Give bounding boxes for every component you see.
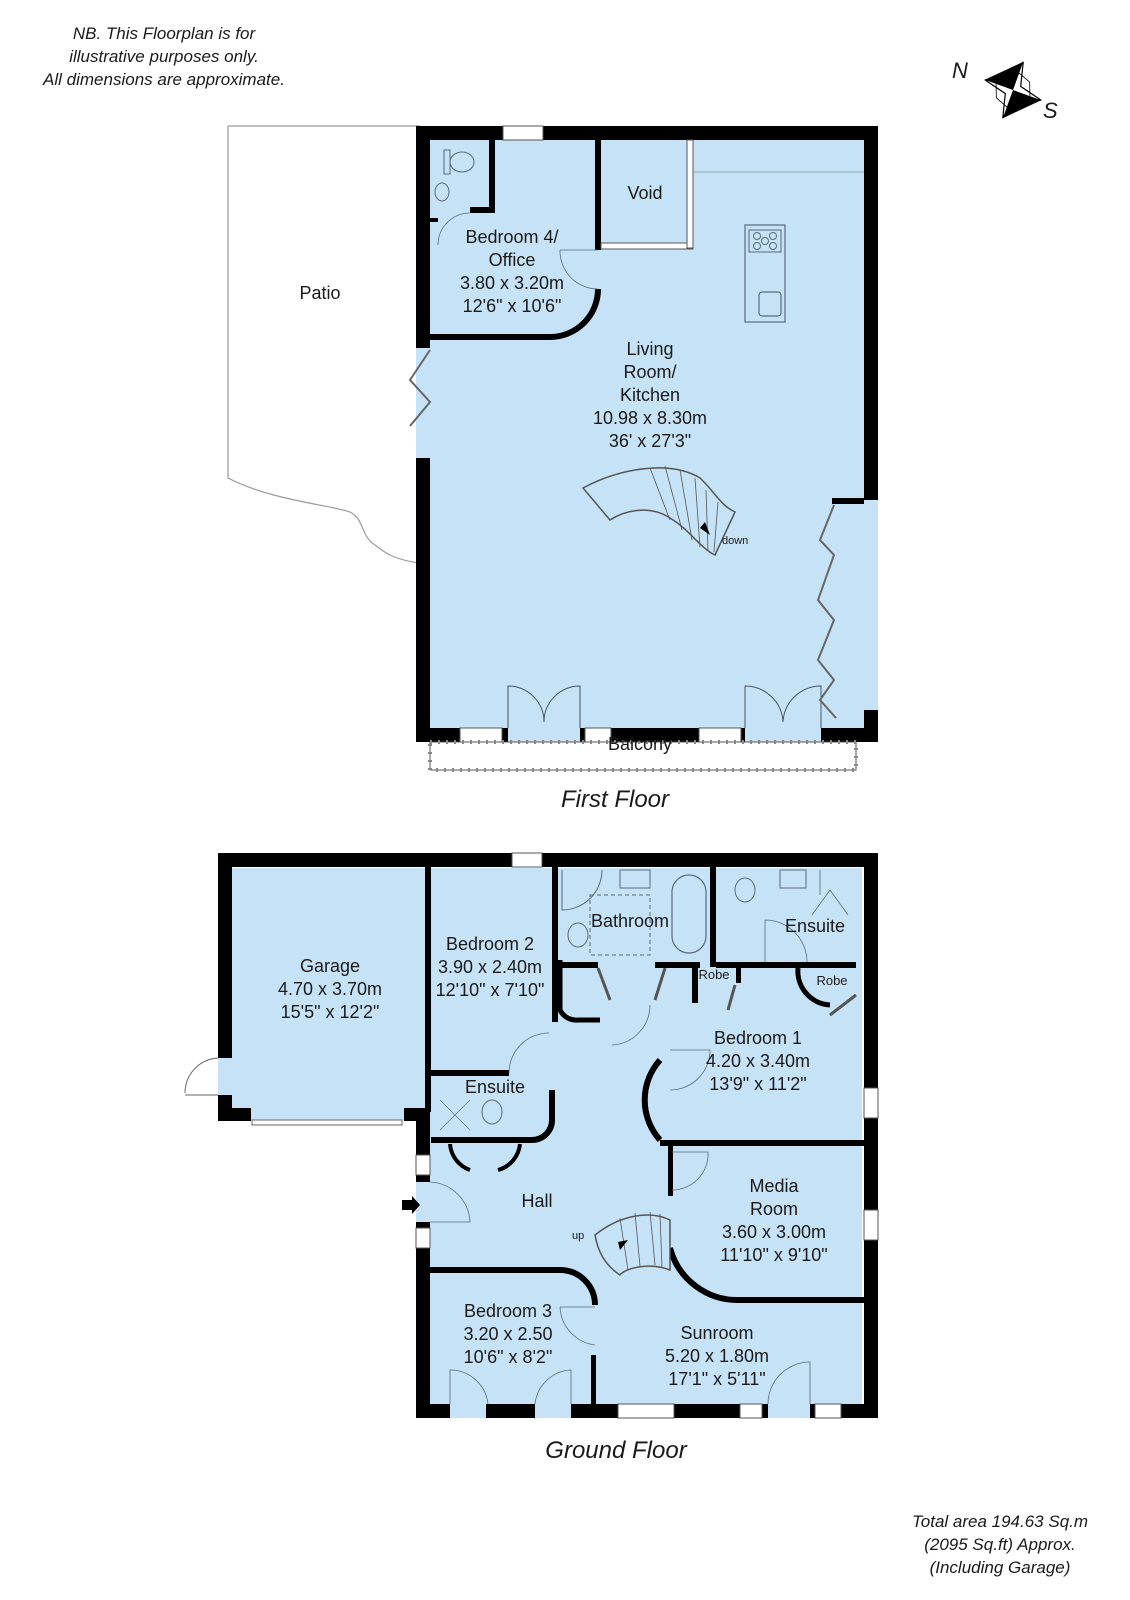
compass-north-label: N bbox=[952, 58, 968, 83]
total-area-line-3: (Including Garage) bbox=[929, 1558, 1071, 1577]
room-label-sunroom: Sunroom 5.20 x 1.80m 17'1" x 5'11" bbox=[664, 1323, 770, 1389]
ground-floor-plan bbox=[184, 852, 879, 1420]
compass-rose-icon bbox=[984, 61, 1042, 119]
room-label-robe-1: Robe bbox=[698, 967, 730, 982]
room-label-garage: Garage 4.70 x 3.70m 15'5" x 12'2" bbox=[277, 956, 383, 1022]
room-label-balcony: Balcony bbox=[607, 734, 673, 754]
room-label-bedroom-3: Bedroom 3 3.20 x 2.50 10'6" x 8'2" bbox=[463, 1301, 553, 1367]
disclaimer-line-3: All dimensions are approximate. bbox=[43, 70, 285, 89]
room-label-bedroom-2: Bedroom 2 3.90 x 2.40m 12'10" x 7'10" bbox=[435, 934, 545, 1000]
disclaimer-line-1: NB. This Floorplan is for bbox=[72, 24, 256, 43]
room-label-ensuite-bedroom-1: Ensuite bbox=[784, 916, 846, 936]
disclaimer-note: NB. This Floorplan is for illustrative p… bbox=[14, 22, 314, 91]
room-label-patio: Patio bbox=[299, 283, 341, 303]
first-floor-plan bbox=[227, 125, 878, 772]
room-label-void: Void bbox=[627, 183, 663, 203]
ground-floor-title: Ground Floor bbox=[545, 1437, 687, 1464]
room-label-bedroom-4: Bedroom 4/ Office 3.80 x 3.20m 12'6" x 1… bbox=[459, 227, 565, 316]
total-area-line-2: (2095 Sq.ft) Approx. bbox=[924, 1535, 1076, 1554]
room-label-bedroom-1: Bedroom 1 4.20 x 3.40m 13'9" x 11'2" bbox=[705, 1028, 811, 1094]
ground-floor-stairs bbox=[594, 1214, 671, 1277]
stairs-down-label: down bbox=[722, 535, 749, 547]
void-area bbox=[601, 140, 691, 246]
total-area-line-1: Total area 194.63 Sq.m bbox=[911, 1512, 1089, 1531]
patio-outline bbox=[227, 125, 421, 564]
disclaimer-line-2: illustrative purposes only. bbox=[69, 47, 259, 66]
first-floor-title: First Floor bbox=[561, 786, 669, 813]
room-label-bathroom: Bathroom bbox=[590, 911, 670, 931]
stairs-up-label: up bbox=[572, 1230, 585, 1242]
room-label-robe-2: Robe bbox=[816, 973, 848, 988]
total-area-note: Total area 194.63 Sq.m (2095 Sq.ft) Appr… bbox=[880, 1510, 1120, 1579]
room-label-ensuite-bedroom-2: Ensuite bbox=[464, 1077, 526, 1097]
balcony-area bbox=[429, 741, 857, 771]
first-floor-stairs bbox=[581, 467, 736, 556]
kitchen-island bbox=[744, 224, 786, 323]
room-label-hall: Hall bbox=[521, 1191, 553, 1211]
compass-south-label: S bbox=[1043, 98, 1058, 123]
room-label-media-room: Media Room 3.60 x 3.00m 11'10" x 9'10" bbox=[720, 1176, 828, 1265]
room-label-living-kitchen: Living Room/ Kitchen 10.98 x 8.30m 36' x… bbox=[592, 339, 708, 451]
entrance-arrow-icon bbox=[402, 1196, 420, 1214]
